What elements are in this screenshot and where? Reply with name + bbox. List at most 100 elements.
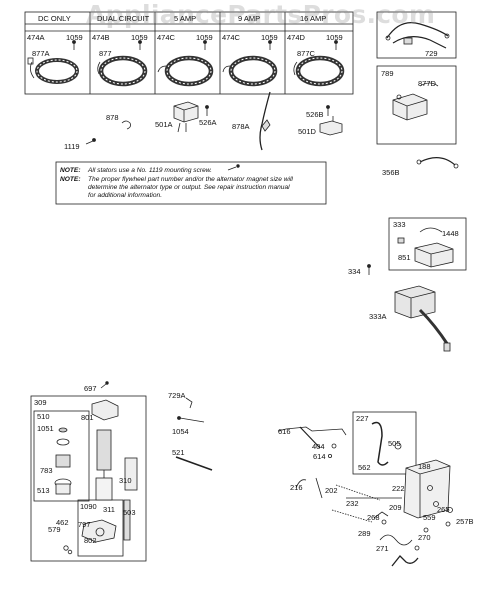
part-label[interactable]: 333A bbox=[369, 312, 387, 321]
part-label[interactable]: 462 bbox=[56, 518, 69, 527]
part-label[interactable]: 1059 bbox=[66, 33, 83, 42]
part-697-screw bbox=[100, 381, 109, 389]
part-label[interactable]: 877 bbox=[99, 49, 112, 58]
part-label[interactable]: 802 bbox=[84, 536, 97, 545]
part-1119-screw bbox=[85, 138, 96, 145]
note-label: NOTE: bbox=[60, 167, 81, 174]
stator-column-title: 5 AMP bbox=[174, 14, 197, 23]
starter-box-309 bbox=[30, 395, 147, 562]
part-404-614 bbox=[327, 443, 337, 458]
stator-column-title: DC ONLY bbox=[38, 14, 71, 23]
part-616-lever bbox=[277, 426, 347, 449]
stator-coil-dc-only bbox=[27, 57, 79, 84]
part-label[interactable]: 474A bbox=[27, 33, 45, 42]
part-label[interactable]: 877C bbox=[297, 49, 315, 58]
part-label[interactable]: 309 bbox=[34, 398, 47, 407]
part-label[interactable]: 257B bbox=[456, 517, 474, 526]
part-label[interactable]: 614 bbox=[313, 452, 326, 461]
note-text: determine the alternator type or output.… bbox=[88, 184, 290, 191]
part-label[interactable]: 216 bbox=[290, 483, 303, 492]
part-label[interactable]: 334 bbox=[348, 267, 361, 276]
part-label[interactable]: 513 bbox=[37, 486, 50, 495]
part-label[interactable]: 474C bbox=[157, 33, 175, 42]
part-789-box bbox=[376, 65, 457, 145]
part-label[interactable]: 789 bbox=[381, 69, 394, 78]
note-line-1: NOTE: All stators use a No. 1119 mountin… bbox=[60, 167, 322, 175]
part-label[interactable]: 333 bbox=[393, 220, 406, 229]
part-878A-harness bbox=[259, 91, 271, 151]
part-label[interactable]: 501A bbox=[155, 120, 173, 129]
part-334-screw bbox=[367, 264, 371, 275]
part-label[interactable]: 503 bbox=[123, 508, 136, 517]
part-label[interactable]: 797 bbox=[78, 520, 91, 529]
part-label[interactable]: 1448 bbox=[442, 229, 459, 238]
screw-icons bbox=[72, 40, 338, 50]
part-label[interactable]: 289 bbox=[358, 529, 371, 538]
note-screw-icon bbox=[227, 164, 240, 171]
part-label[interactable]: 526B bbox=[306, 110, 324, 119]
part-label[interactable]: 579 bbox=[48, 525, 61, 534]
part-label[interactable]: 505 bbox=[388, 439, 401, 448]
part-label[interactable]: 729A bbox=[168, 391, 186, 400]
note-text: All stators use a No. 1119 mounting scre… bbox=[88, 167, 212, 174]
part-label[interactable]: 474B bbox=[92, 33, 110, 42]
part-label[interactable]: 310 bbox=[119, 476, 132, 485]
part-label[interactable]: 404 bbox=[312, 442, 325, 451]
part-label[interactable]: 270 bbox=[418, 533, 431, 542]
note-text: The proper flywheel part number and/or t… bbox=[88, 176, 293, 183]
part-label[interactable]: 232 bbox=[346, 499, 359, 508]
part-label[interactable]: 697 bbox=[84, 384, 97, 393]
part-label[interactable]: 1059 bbox=[261, 33, 278, 42]
part-501D-rectifier bbox=[319, 116, 343, 136]
part-label[interactable]: 356B bbox=[382, 168, 400, 177]
part-label[interactable]: 1054 bbox=[172, 427, 189, 436]
part-label[interactable]: 1059 bbox=[131, 33, 148, 42]
part-label[interactable]: 1059 bbox=[326, 33, 343, 42]
part-333-ignition-box bbox=[388, 217, 467, 271]
part-label[interactable]: 271 bbox=[376, 544, 389, 553]
part-1054-link bbox=[177, 416, 205, 423]
part-label[interactable]: 616 bbox=[278, 427, 291, 436]
part-label[interactable]: 1090 bbox=[80, 502, 97, 511]
part-label[interactable]: 526A bbox=[199, 118, 217, 127]
part-label[interactable]: 559 bbox=[423, 513, 436, 522]
part-label[interactable]: 783 bbox=[40, 466, 53, 475]
stator-column-title: DUAL CIRCUIT bbox=[97, 14, 150, 23]
stator-coil-16-amp bbox=[293, 55, 345, 87]
part-label[interactable]: 510 bbox=[37, 412, 50, 421]
part-label[interactable]: 878A bbox=[232, 122, 250, 131]
part-label[interactable]: 474C bbox=[222, 33, 240, 42]
part-333A-ignition-module bbox=[394, 285, 451, 352]
part-label[interactable]: 729 bbox=[425, 49, 438, 58]
part-label[interactable]: 311 bbox=[103, 505, 115, 514]
part-label[interactable]: 202 bbox=[325, 486, 338, 495]
part-label[interactable]: 265 bbox=[437, 505, 450, 514]
part-label[interactable]: 227 bbox=[356, 414, 369, 423]
part-label[interactable]: 1059 bbox=[196, 33, 213, 42]
part-label[interactable]: 877A bbox=[32, 49, 50, 58]
part-label[interactable]: 501D bbox=[298, 127, 316, 136]
part-label[interactable]: 268 bbox=[367, 513, 380, 522]
control-bracket-188 bbox=[403, 459, 451, 519]
stator-coil-9-amp bbox=[222, 55, 278, 87]
part-label[interactable]: 521 bbox=[172, 448, 185, 457]
part-label[interactable]: 1051 bbox=[37, 424, 54, 433]
part-label[interactable]: 188 bbox=[418, 462, 431, 471]
part-label[interactable]: 878 bbox=[106, 113, 119, 122]
part-729A-clip bbox=[185, 397, 193, 409]
part-label[interactable]: 851 bbox=[398, 253, 411, 262]
stator-coil-5-amp bbox=[157, 55, 214, 87]
starter-drive-510 bbox=[54, 427, 72, 495]
part-label[interactable]: 562 bbox=[358, 463, 371, 472]
part-label[interactable]: 877D bbox=[418, 79, 436, 88]
part-label[interactable]: 474D bbox=[287, 33, 305, 42]
watermark: AppliancePartsPros.com bbox=[86, 0, 436, 29]
starter-end-cap bbox=[63, 519, 117, 555]
part-label[interactable]: 1119 bbox=[64, 142, 80, 151]
part-729-wire-box bbox=[376, 11, 457, 59]
part-label[interactable]: 209 bbox=[389, 503, 402, 512]
part-label[interactable]: 222 bbox=[392, 484, 405, 493]
part-526A-screw bbox=[205, 105, 209, 116]
part-label[interactable]: 801 bbox=[81, 413, 94, 422]
